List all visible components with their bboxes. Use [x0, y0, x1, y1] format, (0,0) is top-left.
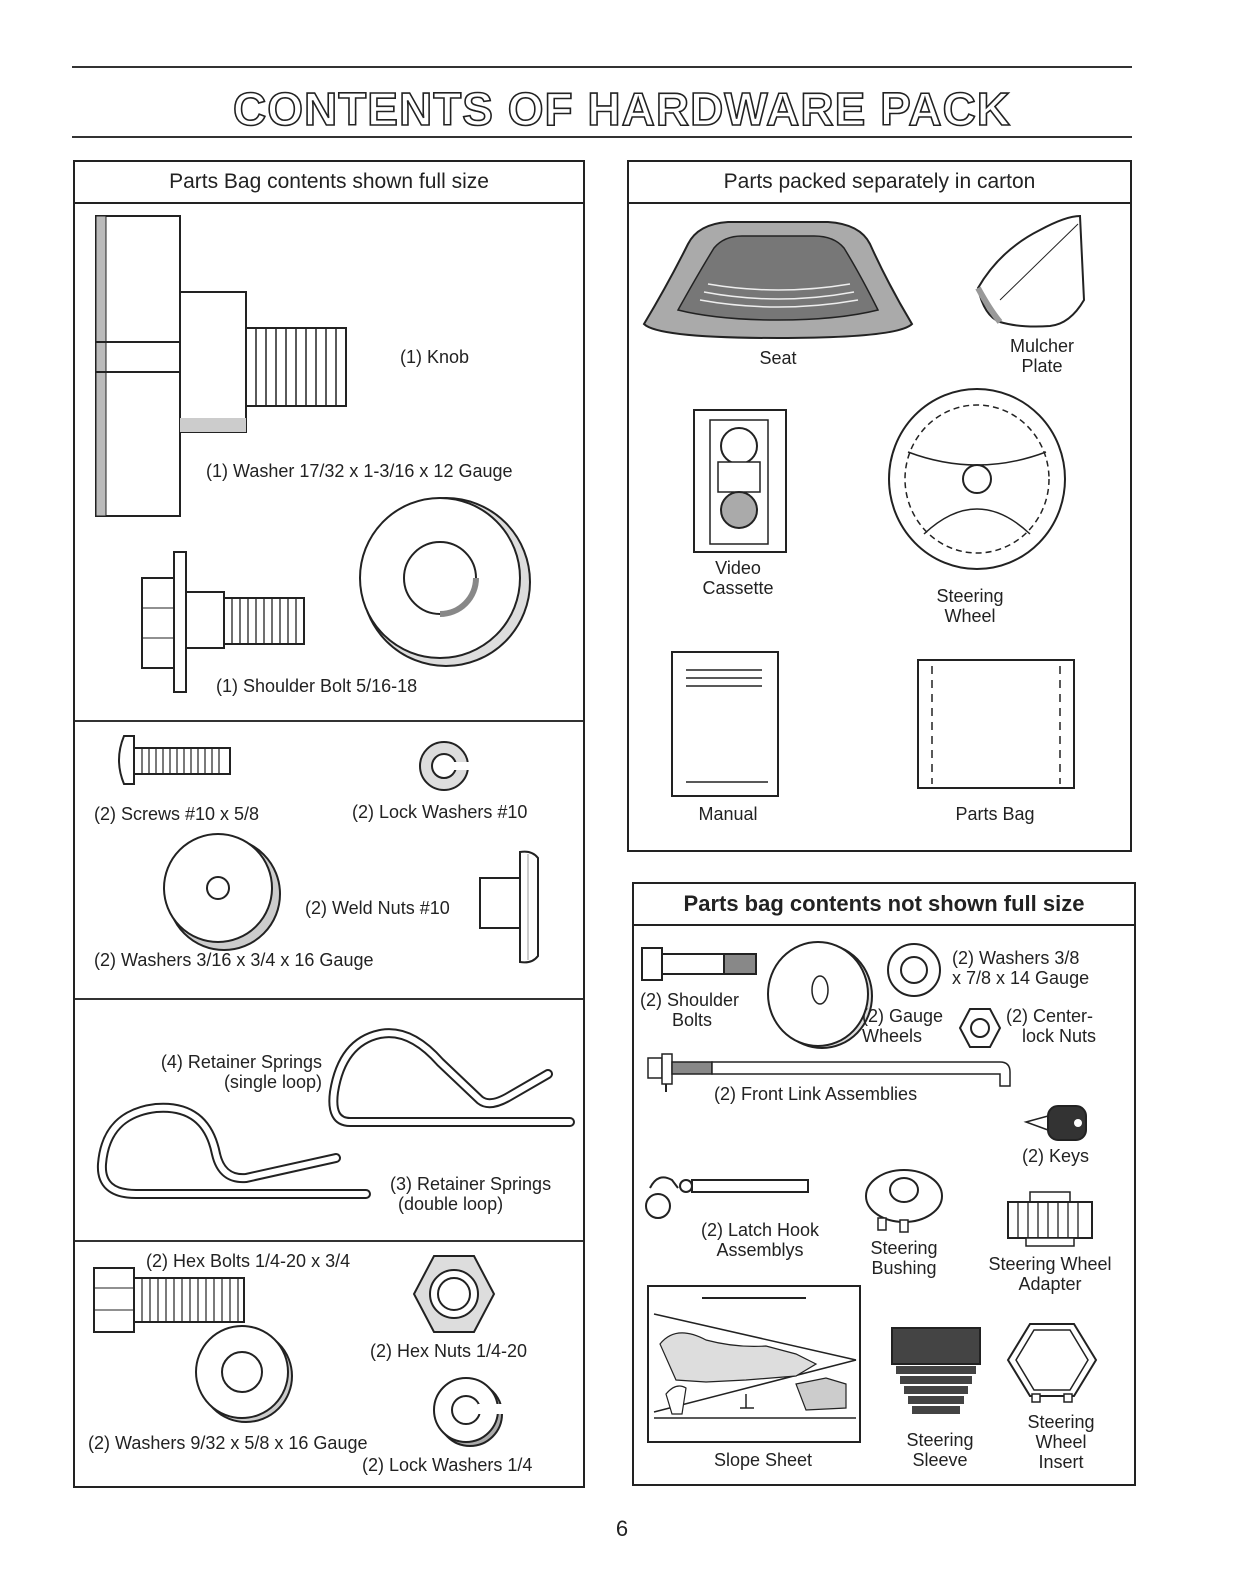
- keys-label: (2) Keys: [1022, 1146, 1090, 1166]
- washers-38-label: (2) Washers 3/8 x 7/8 x 14 Gauge: [952, 948, 1090, 988]
- knob-illustration: [92, 210, 362, 520]
- latch-hook-label: (2) Latch Hook Assemblys: [700, 1220, 820, 1260]
- retainer-double-label: (3) Retainer Springs (double loop): [390, 1174, 552, 1214]
- retainer-spring-double-illustration: [96, 1094, 372, 1214]
- screws-label: (2) Screws #10 x 5/8: [94, 804, 260, 824]
- gauge-wheels-label: (2) Gauge Wheels: [862, 1006, 944, 1046]
- centerlock-nuts-label: (2) Center- lock Nuts: [1006, 1006, 1097, 1046]
- seat-illustration: [638, 214, 918, 344]
- steering-wheel-adapter-illustration: [1002, 1190, 1098, 1250]
- section-divider: [75, 1240, 583, 1242]
- manual-label: Manual: [698, 804, 758, 824]
- shoulder-bolts-label: (2) Shoulder Bolts: [640, 990, 740, 1030]
- front-link-illustration: [644, 1050, 1024, 1096]
- parts-bag-illustration: [914, 656, 1078, 792]
- steering-sleeve-illustration: [890, 1326, 984, 1414]
- top-rule: [72, 66, 1132, 68]
- weld-nuts-label: (2) Weld Nuts #10: [305, 898, 450, 918]
- parts-bag-label: Parts Bag: [955, 804, 1035, 824]
- shoulder-bolt-label: (1) Shoulder Bolt 5/16-18: [216, 676, 418, 696]
- page-number: 6: [615, 1516, 629, 1541]
- washers-316-label: (2) Washers 3/16 x 3/4 x 16 Gauge: [94, 950, 374, 970]
- title-underline: [72, 136, 1132, 138]
- slope-sheet-illustration: [646, 1284, 862, 1444]
- gauge-wheel-illustration: [764, 940, 874, 1050]
- mulcher-plate-illustration: [970, 210, 1094, 334]
- lock-washers-14-label: (2) Lock Washers 1/4: [362, 1455, 533, 1475]
- page-title: CONTENTS OF HARDWARE PACK: [232, 82, 1012, 136]
- centerlock-nut-illustration: [958, 1006, 1002, 1050]
- mulcher-plate-label: Mulcher Plate: [1009, 336, 1075, 376]
- lock-washer-14-illustration: [430, 1374, 506, 1450]
- retainer-spring-single-illustration: [330, 1012, 574, 1136]
- steering-bushing-label: Steering Bushing: [870, 1238, 938, 1278]
- section-divider: [75, 998, 583, 1000]
- washers-932-label: (2) Washers 9/32 x 5/8 x 16 Gauge: [88, 1433, 368, 1453]
- washer-38-illustration: [884, 940, 944, 1000]
- hex-nuts-label: (2) Hex Nuts 1/4-20: [370, 1341, 528, 1361]
- latch-hook-illustration: [638, 1168, 814, 1222]
- manual-illustration: [668, 648, 784, 800]
- lock-washer-10-illustration: [416, 738, 472, 794]
- right-top-panel-header: Parts packed separately in carton: [629, 162, 1130, 204]
- screw-illustration: [112, 730, 242, 790]
- left-panel: Parts Bag contents shown full size: [73, 160, 585, 1488]
- steering-wheel-adapter-label: Steering Wheel Adapter: [988, 1254, 1112, 1294]
- hex-nut-illustration: [412, 1252, 496, 1336]
- weld-nut-illustration: [476, 848, 546, 966]
- hex-bolt-illustration: [90, 1264, 250, 1336]
- lock-washers-10-label: (2) Lock Washers #10: [352, 802, 528, 822]
- washer-932-illustration: [192, 1322, 296, 1426]
- steering-sleeve-label: Steering Sleeve: [906, 1430, 974, 1470]
- right-bottom-panel-header: Parts bag contents not shown full size: [634, 884, 1134, 926]
- slope-sheet-label: Slope Sheet: [713, 1450, 813, 1470]
- left-panel-header: Parts Bag contents shown full size: [75, 162, 583, 204]
- retainer-single-label: (4) Retainer Springs (single loop): [160, 1052, 322, 1092]
- washer-small-illustration: [160, 830, 284, 954]
- front-link-label: (2) Front Link Assemblies: [714, 1084, 918, 1104]
- washer-large-label: (1) Washer 17/32 x 1-3/16 x 12 Gauge: [206, 461, 513, 481]
- steering-wheel-insert-label: Steering Wheel Insert: [1027, 1412, 1095, 1472]
- section-divider: [75, 720, 583, 722]
- video-cassette-illustration: [690, 406, 790, 556]
- knob-label: (1) Knob: [400, 347, 470, 367]
- video-cassette-label: Video Cassette: [702, 558, 774, 598]
- shoulder-bolt-small-illustration: [640, 946, 760, 982]
- right-bottom-panel: Parts bag contents not shown full size: [632, 882, 1136, 1486]
- seat-label: Seat: [759, 348, 797, 368]
- hex-bolts-label: (2) Hex Bolts 1/4-20 x 3/4: [146, 1251, 351, 1271]
- key-illustration: [1022, 1102, 1092, 1144]
- shoulder-bolt-illustration: [138, 548, 318, 698]
- right-top-panel: Parts packed separately in carton: [627, 160, 1132, 852]
- steering-wheel-label: Steering Wheel: [936, 586, 1004, 626]
- steering-wheel-illustration: [884, 384, 1070, 574]
- steering-bushing-illustration: [862, 1166, 946, 1234]
- steering-wheel-insert-illustration: [1004, 1320, 1100, 1404]
- washer-large-illustration: [354, 492, 534, 672]
